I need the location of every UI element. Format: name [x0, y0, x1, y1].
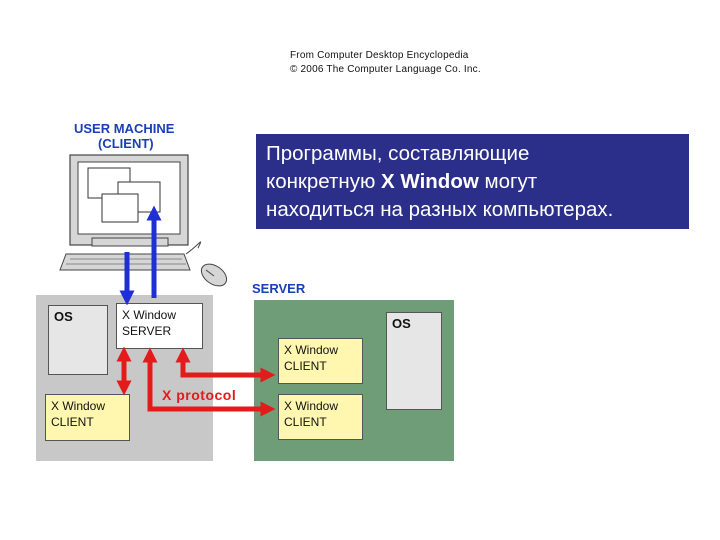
- local-x-client-line-1: X Window: [51, 399, 106, 413]
- server-machine-panel: OS X Window CLIENT X Window CLIENT: [254, 300, 454, 461]
- callout-line-2-pre: конкретную: [266, 170, 382, 193]
- x-window-server-box: X Window SERVER: [116, 303, 203, 349]
- client-os-label: OS: [54, 309, 73, 324]
- user-machine-title-line-1: USER MACHINE: [74, 121, 175, 136]
- remote-protocol-arrow-2: [142, 347, 276, 417]
- user-machine-title: USER MACHINE (CLIENT): [74, 121, 174, 151]
- callout-line-3: находиться на разных компьютерах.: [266, 198, 614, 221]
- mouse-icon: [185, 241, 228, 287]
- remote-client-1-line-1: X Window: [284, 343, 339, 357]
- x-server-line-2: SERVER: [122, 324, 172, 338]
- source-credit: From Computer Desktop Encyclopedia © 200…: [290, 49, 481, 77]
- remote-protocol-arrow-1: [175, 347, 276, 383]
- computer-monitor-icon: [69, 154, 189, 247]
- client-os-box: OS: [48, 305, 108, 375]
- local-x-client-line-2: CLIENT: [51, 415, 94, 429]
- callout-line-1: Программы, составляющие: [266, 142, 530, 165]
- local-x-client-box: X Window CLIENT: [45, 394, 130, 441]
- x-server-line-1: X Window: [122, 308, 177, 322]
- callout-line-2-bold: X Window: [381, 170, 479, 193]
- credit-line-1: From Computer Desktop Encyclopedia: [290, 50, 469, 61]
- remote-x-client-box-1: X Window CLIENT: [278, 338, 363, 384]
- remote-client-1-line-2: CLIENT: [284, 359, 327, 373]
- credit-line-2: © 2006 The Computer Language Co. Inc.: [290, 64, 481, 75]
- callout-box: Программы, составляющие конкретную X Win…: [256, 134, 689, 229]
- server-title: SERVER: [252, 281, 306, 296]
- remote-client-2-line-1: X Window: [284, 399, 339, 413]
- user-machine-title-line-2: (CLIENT): [98, 136, 154, 151]
- callout-line-2-post: могут: [478, 170, 538, 193]
- server-os-label: OS: [392, 316, 411, 331]
- server-os-box: OS: [386, 312, 442, 410]
- remote-client-2-line-2: CLIENT: [284, 415, 327, 429]
- remote-x-client-box-2: X Window CLIENT: [278, 394, 363, 440]
